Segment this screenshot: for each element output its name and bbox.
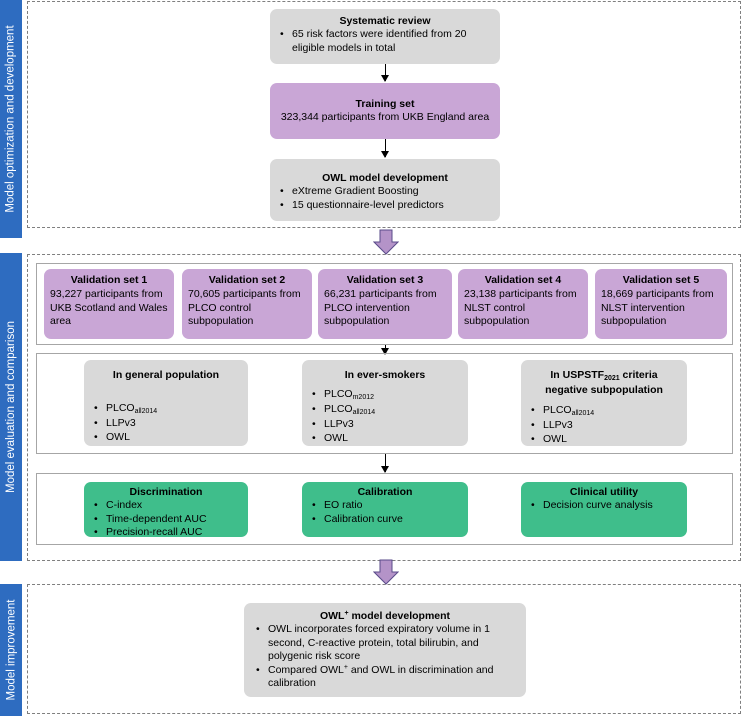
model-item: OWL <box>529 433 679 447</box>
validation-set-text: 70,605 participants from PLCO control su… <box>188 288 301 328</box>
metric-item: Time-dependent AUC <box>92 513 240 527</box>
validation-set-5-box: Validation set 5 18,669 participants fro… <box>595 269 727 339</box>
section-label-improvement: Model improvement <box>0 584 22 716</box>
discrimination-box: Discrimination C-index Time-dependent AU… <box>84 482 248 540</box>
ever-smokers-box: In ever-smokers PLCOm2012 PLCOall2014 LL… <box>302 360 468 446</box>
clinical-utility-box: Clinical utility Decision curve analysis <box>521 482 687 537</box>
down-arrow-icon <box>373 229 399 255</box>
owl-development-bullet: 15 questionnaire-level predictors <box>278 199 492 213</box>
validation-set-text: 23,138 participants from NLST control su… <box>464 288 577 328</box>
validation-set-title: Validation set 1 <box>70 274 148 286</box>
model-item: PLCOall2014 <box>529 404 679 419</box>
model-item: LLPv3 <box>92 417 240 431</box>
discrimination-title: Discrimination <box>129 486 203 498</box>
arrow-populations-to-metrics <box>381 454 389 473</box>
general-population-box: In general population PLCOall2014 LLPv3 … <box>84 360 248 446</box>
validation-set-title: Validation set 2 <box>208 274 286 286</box>
validation-set-4-box: Validation set 4 23,138 participants fro… <box>458 269 588 339</box>
section-optimization-frame <box>27 1 741 228</box>
model-item: LLPv3 <box>529 419 679 433</box>
section-label-optimization: Model optimization and development <box>0 0 22 238</box>
systematic-review-title: Systematic review <box>339 15 431 27</box>
calibration-title: Calibration <box>357 486 413 498</box>
owl-development-title: OWL model development <box>322 172 448 184</box>
metric-item: C-index <box>92 499 240 513</box>
general-population-title: In general population <box>112 369 220 381</box>
systematic-review-box: Systematic review 65 risk factors were i… <box>270 9 500 64</box>
validation-set-2-box: Validation set 2 70,605 participants fro… <box>182 269 312 339</box>
metrics-panel <box>36 473 733 545</box>
calibration-box: Calibration EO ratio Calibration curve <box>302 482 468 537</box>
validation-set-1-box: Validation set 1 93,227 participants fro… <box>44 269 174 339</box>
training-set-box: Training set 323,344 participants from U… <box>270 83 500 139</box>
model-item: PLCOall2014 <box>92 402 240 417</box>
validation-set-3-box: Validation set 3 66,231 participants fro… <box>318 269 452 339</box>
arrow-training-to-owl <box>381 139 389 158</box>
systematic-review-bullet: 65 risk factors were identified from 20 … <box>278 28 492 55</box>
owl-plus-title: OWL+ model development <box>319 610 451 622</box>
model-item: LLPv3 <box>310 418 460 432</box>
training-set-text: 323,344 participants from UKB England ar… <box>280 111 490 124</box>
validation-set-text: 93,227 participants from UKB Scotland an… <box>50 288 168 328</box>
arrow-review-to-training <box>381 64 389 82</box>
down-arrow-icon <box>373 559 399 585</box>
metric-item: Precision-recall AUC <box>92 526 240 540</box>
metric-item: Decision curve analysis <box>529 499 679 513</box>
validation-set-title: Validation set 5 <box>622 274 700 286</box>
owl-plus-bullet: Compared OWL+ and OWL in discrimination … <box>254 664 516 691</box>
populations-panel <box>36 353 733 454</box>
arrow-validation-to-populations <box>381 345 389 355</box>
model-item: OWL <box>92 431 240 445</box>
owl-development-box: OWL model development eXtreme Gradient B… <box>270 159 500 221</box>
model-item: OWL <box>310 432 460 446</box>
validation-set-title: Validation set 4 <box>484 274 562 286</box>
metric-item: EO ratio <box>310 499 460 513</box>
owl-plus-bullet: OWL incorporates forced expiratory volum… <box>254 623 516 663</box>
ever-smokers-title: In ever-smokers <box>344 369 426 381</box>
model-item: PLCOm2012 <box>310 388 460 403</box>
owl-development-bullet: eXtreme Gradient Boosting <box>278 185 492 199</box>
training-set-title: Training set <box>355 98 415 110</box>
section-label-evaluation: Model evaluation and comparison <box>0 253 22 561</box>
model-item: PLCOall2014 <box>310 403 460 418</box>
uspstf-negative-title-line2: negative subpopulation <box>545 383 663 396</box>
validation-set-title: Validation set 3 <box>346 274 424 286</box>
validation-set-text: 18,669 participants from NLST interventi… <box>601 288 714 328</box>
owl-plus-development-box: OWL+ model development OWL incorporates … <box>244 603 526 697</box>
uspstf-negative-title: In USPSTF2021 criteria <box>550 369 658 382</box>
validation-set-text: 66,231 participants from PLCO interventi… <box>324 288 437 328</box>
uspstf-negative-box: In USPSTF2021 criteria negative subpopul… <box>521 360 687 447</box>
section-improvement-frame <box>27 584 741 714</box>
metric-item: Calibration curve <box>310 513 460 527</box>
validation-panel <box>36 263 733 345</box>
clinical-utility-title: Clinical utility <box>569 486 639 498</box>
